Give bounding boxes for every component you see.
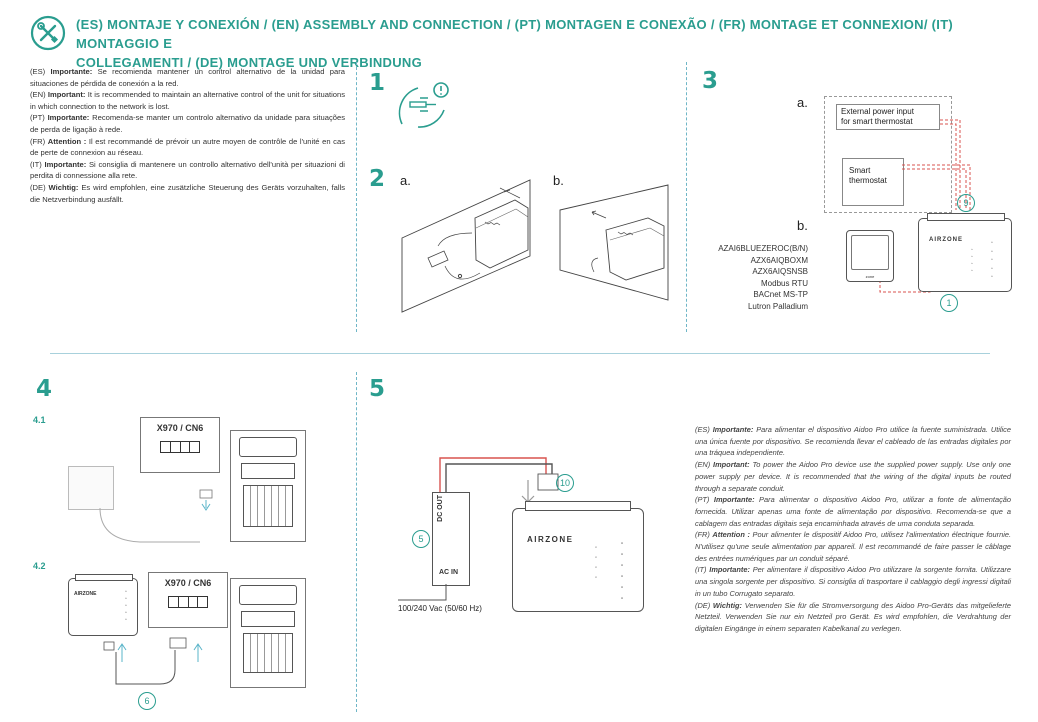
protocol-item: AZX6AIQSNSB	[752, 267, 808, 276]
note-fr: (FR) Attention : Il est recommandé de pr…	[30, 136, 345, 158]
external-power-label-box: External power input for smart thermosta…	[836, 104, 940, 130]
title-line-1: (ES) MONTAJE Y CONEXIÓN / (EN) ASSEMBLY …	[76, 17, 954, 51]
thermostat-device: zone	[846, 230, 894, 282]
callout-6: 6	[138, 692, 156, 710]
power-note-fr: (FR) Attention : Pour alimenter le dispo…	[695, 530, 1012, 563]
step-2-number: 2	[369, 166, 386, 192]
step-41-label: 4.1	[33, 415, 46, 425]
page-title: (ES) MONTAJE Y CONEXIÓN / (EN) ASSEMBLY …	[76, 15, 1016, 72]
aidoo-device-step4: AIRZONE ▫▫▫▫▫	[68, 574, 138, 636]
divider-h	[50, 353, 990, 354]
voltage-label: 100/240 Vac (50/60 Hz)	[398, 604, 482, 613]
note-it: (IT) Importante: Si consiglia di mantene…	[30, 159, 345, 181]
note-en: (EN) Important: It is recommended to mai…	[30, 90, 346, 111]
external-power-box	[824, 96, 952, 213]
step-42-label: 4.2	[33, 561, 46, 571]
step5-wiring	[398, 457, 559, 601]
note-es: (ES) Importante: Se recomienda mantener …	[30, 67, 345, 88]
device-brand-step5: AIRZONE	[527, 535, 574, 544]
thermostat-brand: zone	[865, 274, 875, 279]
note-pt: (PT) Importante: Recomenda-se manter um …	[30, 113, 345, 134]
ac-in-label: AC IN	[439, 569, 459, 576]
step-1-number: 1	[369, 70, 386, 96]
callout-9: 9	[957, 194, 975, 212]
protocol-list: AZAI6BLUEZEROC(B/N) AZX6AIQBOXM AZX6AIQS…	[688, 243, 808, 312]
step41-wiring	[99, 489, 213, 543]
wall-mount-illustration-b	[559, 184, 669, 301]
callout-5: 5	[412, 530, 430, 548]
protocol-item: Modbus RTU	[761, 278, 808, 288]
callout-10: 10	[556, 474, 574, 492]
step-3b-label: b.	[797, 218, 808, 233]
device-brand-step3: AIRZONE	[929, 237, 963, 243]
power-note-en: (EN) Important: To power the Aidoo Pro d…	[695, 460, 1012, 493]
external-power-line1: External power input	[841, 107, 914, 116]
external-power-line2: for smart thermostat	[841, 117, 913, 126]
protocol-item: BACnet MS-TP	[753, 290, 808, 299]
divider-v3	[356, 372, 357, 712]
connector-label-41: X970 / CN6	[156, 423, 204, 433]
connector-box-41: X970 / CN6	[140, 417, 220, 473]
power-supply: DC OUT AC IN	[432, 492, 470, 586]
aidoo-device-step3: AIRZONE ◦◦◦◦ ▫▫▫▫▫	[918, 213, 1012, 292]
device-brand-step4: AIRZONE	[74, 591, 97, 597]
step-2a-label: a.	[400, 173, 411, 188]
power-note-it: (IT) Importante: Per alimentare il dispo…	[695, 565, 1011, 598]
step-3a-label: a.	[797, 95, 808, 110]
smart-line2: thermostat	[849, 176, 887, 185]
tools-icon	[30, 15, 66, 51]
connector-label-42: X970 / CN6	[164, 578, 212, 588]
step-2b-label: b.	[553, 173, 564, 188]
protocol-item: AZAI6BLUEZEROC(B/N)	[718, 244, 808, 253]
protocol-item: Lutron Palladium	[747, 301, 808, 311]
ac-units-box-41	[230, 430, 306, 542]
divider-v2	[686, 62, 687, 332]
callout-1: 1	[940, 294, 958, 312]
indoor-unit-box	[68, 466, 114, 510]
smart-line1: Smart	[849, 166, 871, 175]
power-note-de: (DE) Wichtig: Verwenden Sie für die Stro…	[695, 600, 1011, 633]
power-cut-warning-icon	[398, 82, 449, 128]
wall-mount-illustration-a	[401, 179, 531, 313]
divider-v1	[356, 62, 357, 332]
power-notes: (ES) Importante: Para alimentar el dispo…	[695, 424, 1011, 635]
connector-box-42: X970 / CN6	[148, 572, 228, 628]
smart-thermostat-box: Smart thermostat	[842, 158, 904, 206]
intro-notes: (ES) Importante: Se recomienda mantener …	[30, 66, 345, 205]
power-note-pt: (PT) Importante: Para alimentar o dispos…	[695, 495, 1012, 528]
power-note-es: (ES) Importante: Para alimentar el dispo…	[695, 425, 1011, 458]
step-5-number: 5	[369, 376, 386, 402]
ac-units-box-42	[230, 578, 306, 688]
title-line-2: COLLEGAMENTI / (DE) MONTAGE UND VERBINDU…	[76, 55, 423, 70]
note-de: (DE) Wichtig: Es wird empfohlen, eine zu…	[30, 182, 346, 204]
step-3-number: 3	[702, 68, 719, 94]
step-4-number: 4	[36, 376, 53, 402]
protocol-item: AZX6AIQBOXM	[750, 255, 808, 265]
aidoo-device-step5: AIRZONE ◦◦◦◦ ▫▫▫▫▫▫	[512, 501, 644, 612]
step42-wiring	[103, 637, 203, 685]
